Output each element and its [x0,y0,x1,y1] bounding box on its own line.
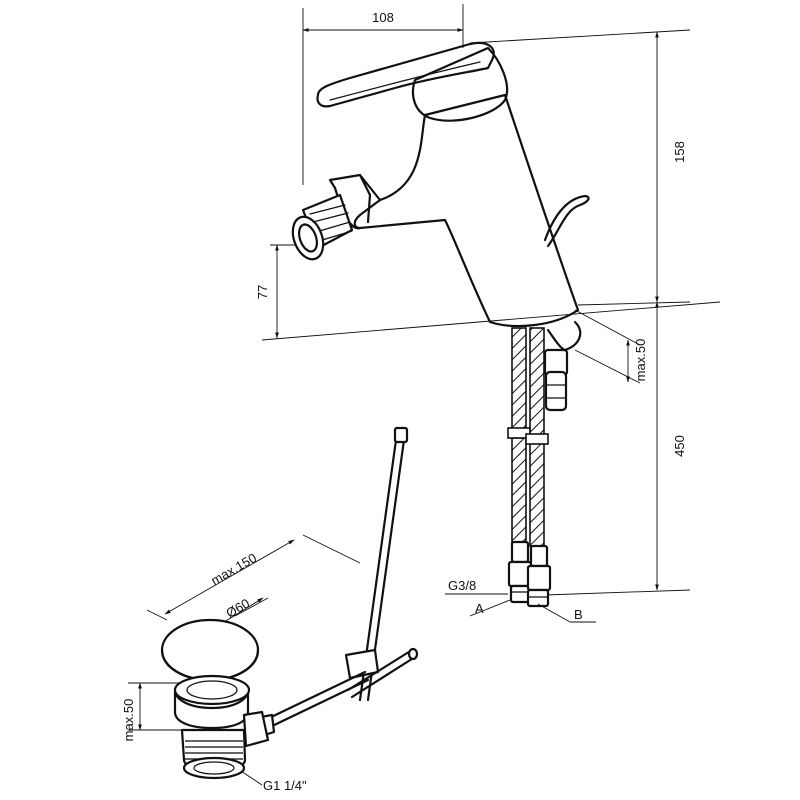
label-hose-a: A [475,601,484,616]
label-hose-b: B [574,607,583,622]
label-tap-height: 158 [672,141,687,163]
flex-hoses [507,327,552,608]
waste-flange [173,688,250,730]
connection-labels: G3/8 A B G1 1/4" [263,578,583,793]
popup-lever [543,194,590,248]
label-spout-height: 77 [255,285,270,299]
lever-handle [316,41,495,108]
pivot-rod [263,670,370,730]
lever-base [411,46,509,122]
dimension-lines-tap [261,4,721,596]
label-hose-thread: G3/8 [448,578,476,593]
label-hose-length: 450 [672,435,687,457]
label-waste-rod-reach: max.150 [208,550,259,588]
bidet-mixer [291,41,590,412]
rod-knob [393,426,409,444]
label-deck-thickness-tap: max.50 [633,339,648,382]
label-deck-thickness-waste: max.50 [121,699,136,742]
tap-body [353,93,580,328]
label-tap-width: 108 [372,10,394,25]
nozzle [291,193,354,261]
popup-waste [128,426,419,786]
label-leaders [445,593,596,623]
label-waste-plug-diameter: Ø60 [223,595,252,620]
label-waste-thread: G1 1/4" [263,778,307,793]
